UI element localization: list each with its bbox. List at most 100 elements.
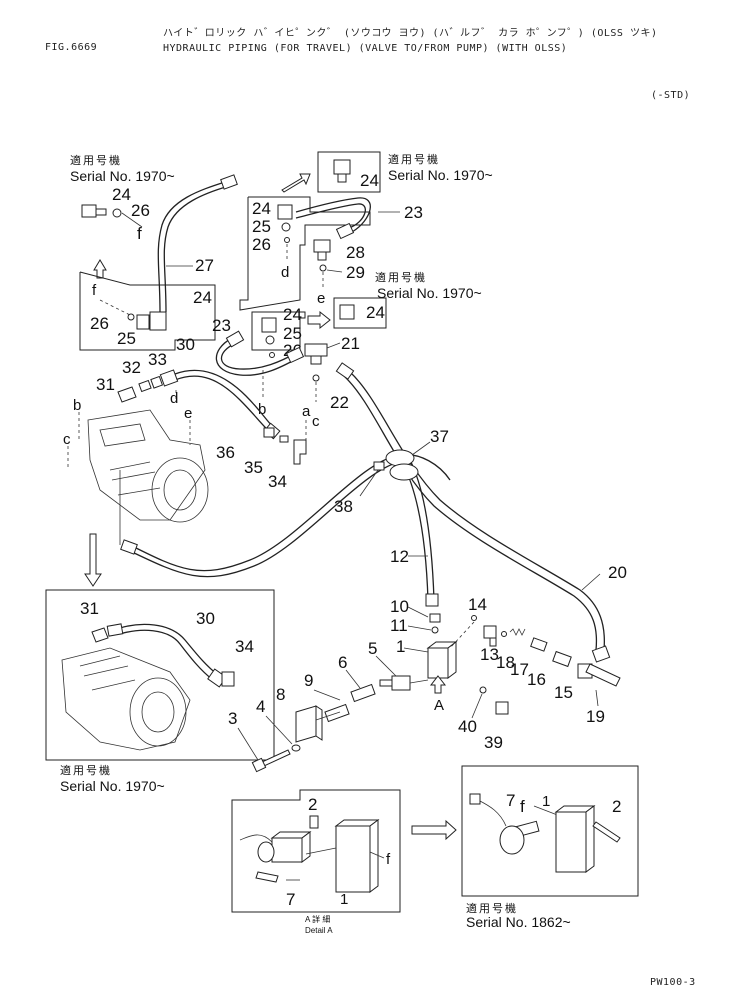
letter-f: f	[137, 224, 142, 243]
valve-5-body	[391, 675, 411, 691]
letter-d: d	[281, 264, 289, 281]
connector-10-shape	[429, 613, 441, 623]
inset-serial-1862: 1 f 2 7 適用号機 Serial No. 1862~	[461, 765, 639, 930]
letter-f: f	[520, 797, 525, 816]
callout-32: 32	[122, 358, 141, 377]
right-arrow-icon	[307, 310, 331, 330]
sleeve-35-shape	[279, 435, 289, 443]
callout-24: 24	[283, 305, 302, 324]
elbow-fitting-shape	[81, 204, 97, 218]
hose-end-fitting	[285, 346, 305, 364]
callout-1: 1	[396, 637, 405, 656]
callout-21: 21	[341, 334, 360, 353]
valve-5-stem	[379, 679, 393, 687]
hose-23	[295, 197, 371, 233]
nut-36-shape	[263, 427, 275, 438]
hose-pump-supply-outline	[129, 460, 405, 578]
callout-19: 19	[586, 707, 605, 726]
connector-32-shape	[138, 379, 152, 393]
pump-end-cover	[129, 677, 187, 747]
hose-20-outline	[343, 375, 598, 651]
letter-b: b	[258, 401, 266, 418]
fitting-6-shape	[350, 683, 376, 703]
elbow-fitting-shape	[277, 204, 293, 220]
leader-line	[265, 715, 293, 745]
pipe-link	[305, 847, 337, 855]
washer-4-shape	[291, 744, 301, 752]
callout-33: 33	[148, 350, 167, 369]
serial-note: Serial No. 1970~	[388, 167, 493, 183]
callout-35: 35	[244, 458, 263, 477]
callout-10: 10	[390, 597, 409, 616]
pump-housing-outline	[87, 409, 206, 521]
letter-e: e	[184, 405, 192, 422]
hose-clamp-37	[385, 449, 415, 467]
plug-shape	[281, 222, 291, 232]
solenoid-7-body	[271, 837, 303, 863]
o-ring-shape	[319, 264, 327, 272]
callout-1: 1	[542, 793, 550, 810]
leader-line	[99, 299, 131, 316]
callout-31: 31	[96, 375, 115, 394]
hose-30-outline	[119, 629, 214, 681]
hose-27	[157, 181, 226, 313]
callout-14: 14	[468, 595, 487, 614]
callout-3: 3	[228, 709, 237, 728]
serial-note: Serial No. 1970~	[70, 168, 175, 184]
o-ring-shape	[312, 374, 320, 382]
leader-line	[237, 727, 259, 761]
elbow-34-shape	[293, 439, 307, 465]
o-ring-shape	[269, 352, 275, 358]
hose-end-fitting	[106, 623, 124, 637]
hose-23-outline	[295, 203, 366, 229]
elbow-34-shape	[221, 671, 235, 687]
leader-line	[581, 573, 601, 591]
callout-24: 24	[112, 185, 131, 204]
inset-frame	[79, 271, 216, 351]
callout-29: 29	[346, 263, 365, 282]
valve-block-group: 1 A 10 11 14 13 18 17 16 15 19 40	[228, 595, 621, 773]
callout-1: 1	[340, 891, 348, 908]
valve-block-1	[555, 811, 587, 873]
o-ring-40-shape	[479, 686, 487, 694]
leader-line	[407, 625, 432, 631]
leader-line	[449, 621, 475, 649]
hose-end-fitting	[120, 539, 138, 555]
leader-line	[345, 669, 361, 689]
leader-line	[471, 693, 483, 719]
callout-24: 24	[193, 288, 212, 307]
leader-line	[407, 606, 429, 618]
callout-26: 26	[131, 201, 150, 220]
center-fitting-group: 24 25 26 24 21 22 c 23 b	[212, 297, 387, 430]
tee-fitting-shape	[313, 239, 331, 253]
callout-2: 2	[308, 795, 317, 814]
serial-note: Serial No. 1862~	[466, 914, 571, 930]
solenoid-wire	[239, 834, 273, 843]
pump-housing-outline	[61, 647, 191, 751]
callout-38: 38	[334, 497, 353, 516]
inset-top-center: 24 適用号機 Serial No. 1970~ 24 25 26 d 23 2…	[239, 151, 493, 311]
tee-nipple-shape	[310, 355, 322, 365]
letter-a: a	[302, 403, 311, 420]
serial-note-jp: 適用号機	[375, 270, 427, 284]
nut-33-shape	[150, 375, 164, 389]
letter-f: f	[92, 282, 97, 299]
callout-12: 12	[390, 547, 409, 566]
callout-8: 8	[276, 685, 285, 704]
elbow-31-shape	[91, 627, 109, 643]
callout-24: 24	[366, 303, 385, 322]
callout-30: 30	[196, 609, 215, 628]
pump-detail-lines	[79, 655, 136, 691]
inset-frame	[333, 297, 387, 329]
callout-5: 5	[368, 639, 377, 658]
o-ring-shape	[127, 313, 135, 321]
callout-13: 13	[480, 645, 499, 664]
bolt-shape	[255, 871, 279, 883]
callout-6: 6	[338, 653, 347, 672]
hose-end-fitting	[425, 593, 439, 607]
callout-37: 37	[430, 427, 449, 446]
letter-c: c	[63, 431, 71, 448]
callout-24: 24	[252, 199, 271, 218]
elbow-fitting-shape	[149, 311, 167, 331]
